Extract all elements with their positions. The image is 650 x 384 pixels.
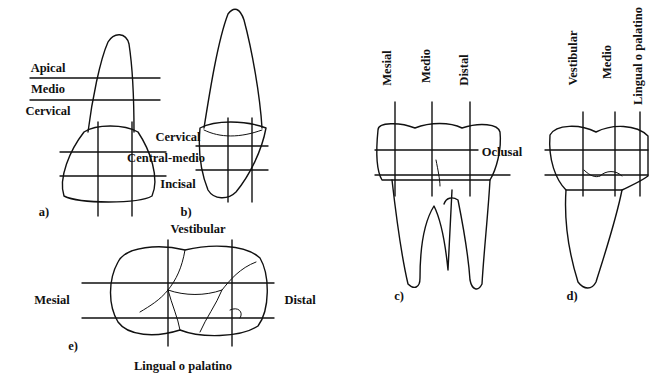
region-label: Distal [284,294,315,307]
region-label: Vestibular [170,223,225,236]
region-label: Central-medio [127,152,205,165]
figure-letter: c) [394,290,404,303]
region-label: Lingual o palatino [134,360,232,373]
region-label: Medio [420,49,433,83]
figure-letter: d) [566,290,577,303]
region-label: Mesial [34,294,69,307]
region-label: Incisal [160,178,195,191]
figure-letter: b) [180,206,191,219]
region-label: Lingual o palatino [632,7,645,105]
region-label: Mesial [381,50,394,85]
region-label: Medio [31,83,65,96]
region-label: Oclusal [482,146,522,159]
region-label: Distal [458,54,471,85]
figure-letter: a) [39,206,49,219]
figure-letter: e) [68,340,78,353]
region-label: Vestibular [567,30,580,85]
region-label: Cervical [155,131,200,144]
region-label: Apical [31,62,66,75]
region-label: Medio [601,45,614,79]
region-label: Cervical [25,105,70,118]
